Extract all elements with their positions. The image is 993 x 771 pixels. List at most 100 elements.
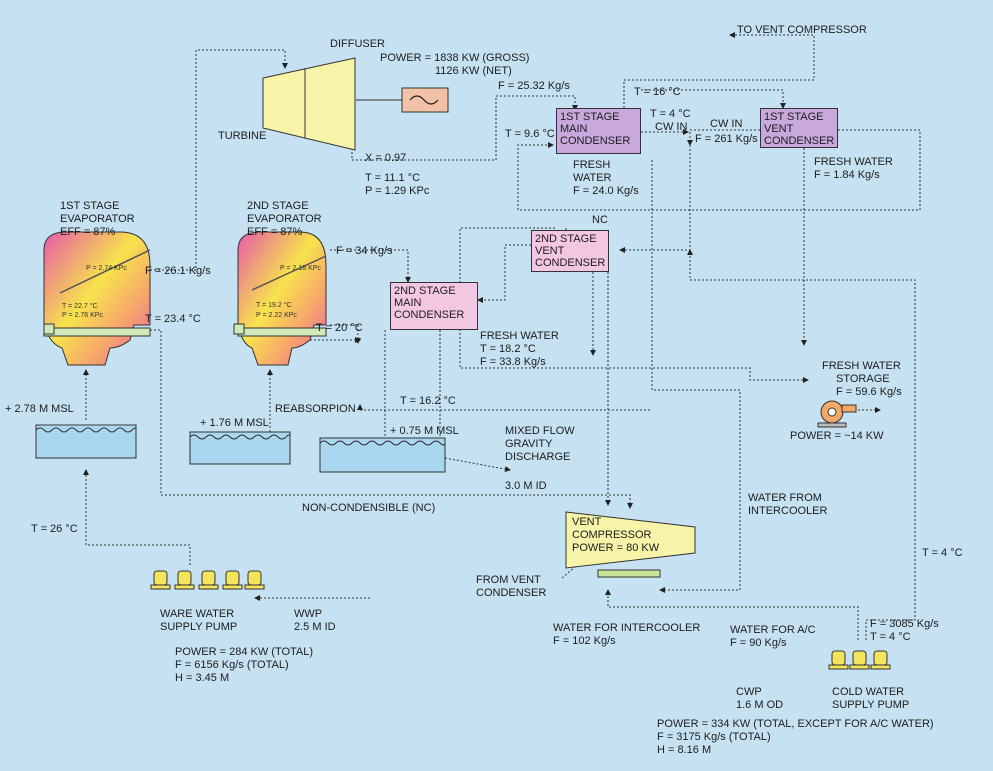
evap1-f: F = 26.1 Kg/s — [145, 265, 211, 277]
cold-t4-right: T = 4 °C — [922, 547, 963, 559]
warm-power: POWER = 284 KW (TOTAL) — [175, 646, 314, 658]
cond1-label-line1: 1ST STAGE — [560, 111, 620, 123]
cold-h: H = 8.16 M — [657, 744, 712, 756]
evap1-title1: 1ST STAGE — [60, 200, 120, 212]
compressor-power: POWER = 80 KW — [572, 542, 660, 554]
evap1-p-top: P = 2.74 KPc — [86, 265, 127, 272]
cond1-t-in: T = 9.6 °C — [505, 128, 555, 140]
water-for-intercooler-f: F = 102 Kg/s — [553, 635, 616, 647]
cond1-label-line2: MAIN — [560, 123, 588, 135]
vent1-label-line2: VENT — [764, 123, 794, 135]
cond2-t: T = 18.2 °C — [480, 343, 536, 355]
vent1-label-line3: CONDENSER — [764, 135, 835, 147]
second-stage-main-condenser: 2ND STAGE MAIN CONDENSER — [390, 282, 478, 330]
mixed-flow-2: GRAVITY — [505, 438, 553, 450]
compressor-l2: COMPRESSOR — [572, 529, 652, 541]
reabsorption-t: T = 16.2 °C — [400, 395, 456, 407]
cwp-1: CWP — [736, 686, 762, 698]
non-condensible-label: NON-CONDENSIBLE (NC) — [302, 502, 436, 514]
cond2-f: F = 33.8 Kg/s — [480, 356, 546, 368]
turbine-power-gross: POWER = 1838 KW (GROSS) — [380, 52, 530, 64]
cond1-t4: T = 4 °C — [650, 108, 691, 120]
turbine-label: TURBINE — [218, 130, 267, 142]
turbine-t: T = 11.1 °C — [365, 172, 421, 184]
sine-wave-icon — [409, 95, 439, 105]
first-stage-main-condenser: 1ST STAGE MAIN CONDENSER — [556, 108, 641, 154]
cold-f3085: F = 3085 Kg/s — [870, 618, 939, 630]
warm-supply-t: T = 26 °C — [31, 523, 78, 535]
evap2-msl: + 1.76 M MSL — [200, 417, 269, 429]
evap2-eff: EFF = 87% — [247, 226, 303, 238]
warm-f: F = 6156 Kg/s (TOTAL) — [175, 659, 289, 671]
cond1-fw-f: F = 24.0 Kg/s — [573, 185, 639, 197]
vent2-label-line3: CONDENSER — [535, 257, 606, 269]
cold-pump-2: SUPPLY PUMP — [832, 699, 910, 711]
warm-pump-2: SUPPLY PUMP — [160, 621, 238, 633]
mixed-flow-3: DISCHARGE — [505, 451, 571, 463]
storage-l2: STORAGE — [836, 373, 890, 385]
vent2-label-line1: 2ND STAGE — [535, 233, 597, 245]
cold-water-pumps — [828, 650, 891, 670]
second-stage-vent-condenser: 2ND STAGE VENT CONDENSER — [531, 230, 609, 272]
evap1-p-in: P = 2.76 KPc — [62, 312, 103, 319]
mixed-flow-1: MIXED FLOW — [505, 425, 575, 437]
evap1-msl: + 2.78 M MSL — [5, 403, 74, 415]
evap2-title2: EVAPORATOR — [247, 213, 322, 225]
turbine-x: X = 0.97 — [365, 152, 407, 164]
water-for-ac: WATER FOR A/C — [730, 624, 816, 636]
evap2-f: F = 34 Kg/s — [336, 245, 393, 257]
evaporator-1-shape — [43, 231, 151, 366]
vent1-cw-in: CW IN — [710, 118, 743, 130]
reabsorption-msl: + 0.75 M MSL — [390, 425, 459, 437]
storage-power: POWER = ~14 KW — [790, 430, 884, 442]
generator — [401, 87, 449, 113]
warm-water-pumps — [150, 570, 265, 590]
discharge-pipe: 3.0 M ID — [505, 480, 547, 492]
wwp-2: 2.5 M ID — [294, 621, 336, 633]
water-from-intercooler-1: WATER FROM — [748, 492, 822, 504]
vent1-fw-f: F = 1.84 Kg/s — [814, 169, 880, 181]
cold-t4b: T = 4 °C — [870, 631, 911, 643]
evap1-t-out: T = 23.4 °C — [145, 313, 201, 325]
cond2-label-line3: CONDENSER — [394, 309, 465, 321]
water-from-intercooler-2: INTERCOOLER — [748, 505, 828, 517]
evap2-t-in: T = 19.2 °C — [256, 302, 292, 309]
evap2-p-top: P = 2.18 KPc — [280, 265, 321, 272]
vent1-label-line1: 1ST STAGE — [764, 111, 824, 123]
evap2-title1: 2ND STAGE — [247, 200, 309, 212]
water-for-ac-f: F = 90 Kg/s — [730, 637, 787, 649]
cond2-label-line2: MAIN — [394, 297, 422, 309]
pump-icon — [817, 400, 857, 428]
evap2-t-out: T = 20 °C — [316, 322, 363, 334]
cond1-f-in: F = 25.32 Kg/s — [498, 80, 570, 92]
cond2-label-line1: 2ND STAGE — [394, 285, 456, 297]
diffuser-label: DIFFUSER — [330, 38, 385, 50]
vent2-label-line2: VENT — [535, 245, 565, 257]
vent1-fw: FRESH WATER — [814, 156, 893, 168]
warm-h: H = 3.45 M — [175, 672, 230, 684]
wwp-1: WWP — [294, 608, 323, 620]
turbine-p: P = 1.29 KPc — [365, 185, 430, 197]
vent1-cw-f: F = 261 Kg/s — [695, 133, 758, 145]
cwp-2: 1.6 M OD — [736, 699, 784, 711]
vent2-nc: NC — [592, 214, 608, 226]
turbine-power-net: 1126 KW (NET) — [435, 65, 512, 77]
vent-compressor-shape — [565, 511, 696, 569]
cold-power: POWER = 334 KW (TOTAL, EXCEPT FOR A/C WA… — [657, 718, 934, 730]
warm-pump-1: WARE WATER — [160, 608, 235, 620]
evaporator-2-shape — [233, 231, 327, 366]
to-vent-compressor: TO VENT COMPRESSOR — [737, 24, 867, 36]
evap1-title2: EVAPORATOR — [60, 213, 135, 225]
evap1-t-in: T = 22.7 °C — [62, 303, 98, 310]
from-vent-1: FROM VENT — [476, 574, 541, 586]
evap2-p-in: P = 2.22 KPc — [256, 312, 297, 319]
reabsorption-label: REABSORPION — [275, 403, 356, 415]
from-vent-2: CONDENSER — [476, 587, 547, 599]
first-stage-vent-condenser: 1ST STAGE VENT CONDENSER — [760, 108, 838, 148]
cond2-fw: FRESH WATER — [480, 330, 559, 342]
water-for-intercooler: WATER FOR INTERCOOLER — [553, 622, 701, 634]
cold-pump-1: COLD WATER — [832, 686, 905, 698]
evap1-eff: EFF = 87% — [60, 226, 116, 238]
